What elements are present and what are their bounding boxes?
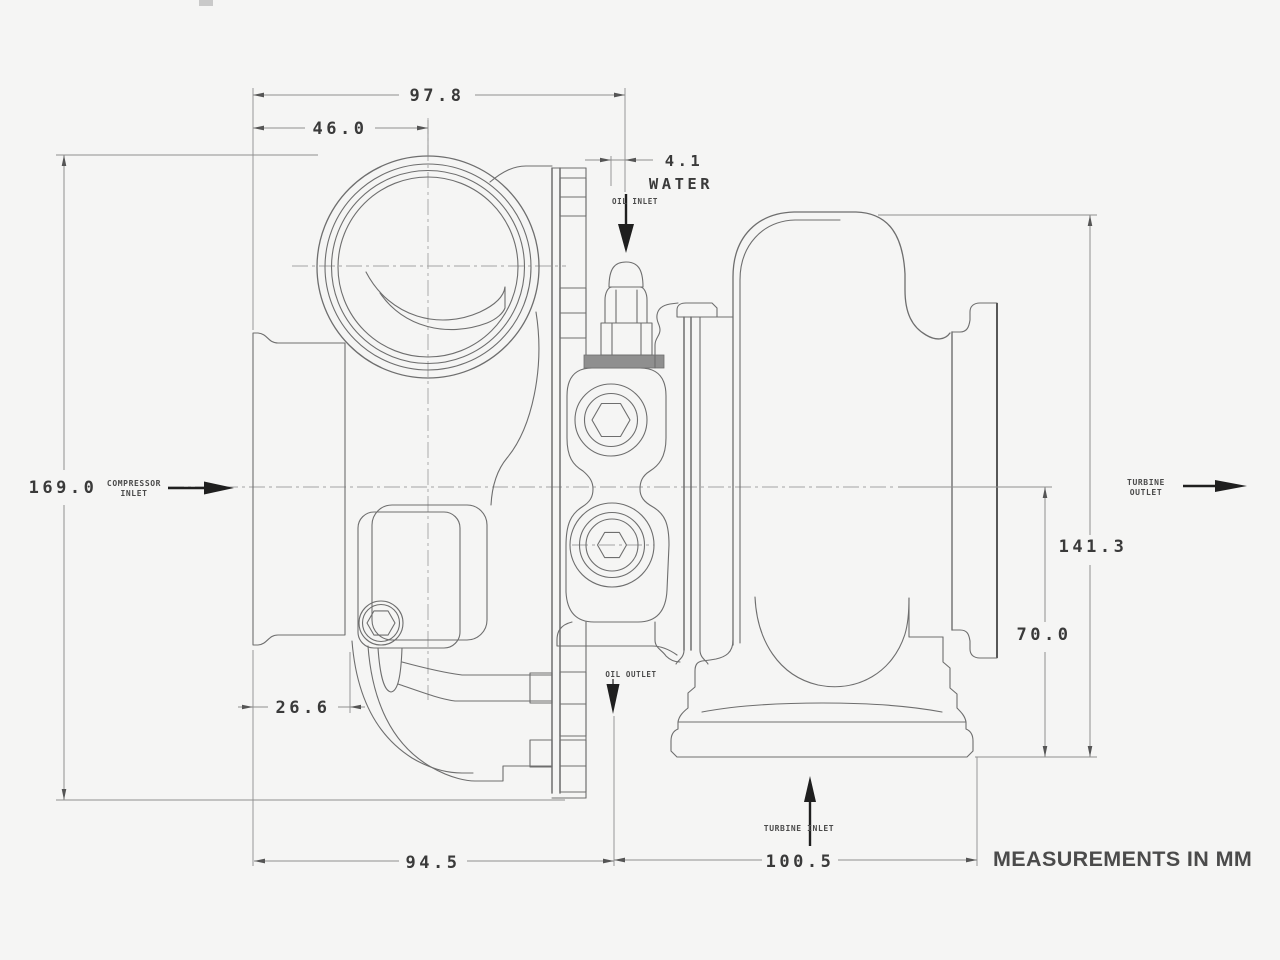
compressor-housing	[252, 155, 553, 782]
turbine-dome	[732, 211, 951, 646]
turbine-housing	[670, 211, 998, 758]
port-labels: COMPRESSOR INLET TURBINE OUTLET TURBINE …	[107, 197, 1165, 833]
turbine-inlet-flange	[670, 636, 974, 758]
label-oil-outlet: OIL OUTLET	[605, 670, 656, 679]
dim-turbine-flange-height: 70.0	[1017, 625, 1072, 645]
dim-top-width: 97.8	[410, 86, 465, 106]
backplate-bolts	[529, 177, 587, 793]
clamp-plate	[583, 354, 665, 369]
turbine-inlet-arrow	[804, 776, 816, 802]
compressor-inlet-pipe	[252, 332, 346, 646]
label-turbine-outlet-1: TURBINE	[1127, 478, 1165, 487]
dimension-labels: 97.8 46.0 4.1 WATER 169.0 141.3 70.0 26.…	[29, 86, 1128, 873]
measurements-note: MEASUREMENTS IN MM	[993, 847, 1252, 871]
bearing-housing-boss	[565, 367, 670, 623]
label-compressor-inlet-2: INLET	[120, 489, 147, 498]
scan-artifact	[199, 0, 213, 6]
dim-compressor-height: 169.0	[29, 478, 98, 498]
dim-scroll-offset: 26.6	[276, 698, 331, 718]
label-turbine-outlet-2: OUTLET	[1130, 488, 1163, 497]
turbine-outlet-flange	[951, 302, 998, 659]
oil-inlet-arrow	[618, 224, 634, 253]
compressor-backplate	[529, 167, 587, 799]
extension-lines	[56, 88, 1097, 866]
label-oil-inlet: OIL INLET	[612, 197, 658, 206]
label-compressor-inlet-1: COMPRESSOR	[107, 479, 161, 488]
label-turbine-inlet: TURBINE INLET	[764, 824, 834, 833]
turbine-outlet-arrow	[1215, 480, 1247, 492]
dim-inlet-face: 46.0	[313, 119, 368, 139]
bearing-housing	[556, 261, 681, 663]
upper-hex-port	[591, 402, 631, 438]
water-port-hex	[596, 531, 628, 559]
dim-water-offset: 4.1	[665, 152, 704, 170]
flow-arrows	[168, 194, 1247, 846]
label-water: WATER	[649, 175, 713, 193]
dimension-lines	[61, 92, 1093, 864]
oil-inlet-fitting	[600, 261, 653, 356]
dim-turbine-height: 141.3	[1059, 537, 1128, 557]
hex-bolt	[366, 610, 396, 636]
oil-outlet-arrow	[606, 684, 620, 714]
oil-drain-boss	[556, 621, 678, 656]
dim-compressor-side: 94.5	[406, 853, 461, 873]
compressor-inlet-arrow	[204, 481, 234, 495]
dim-turbine-side: 100.5	[766, 852, 835, 872]
compressor-port-boss	[357, 504, 488, 649]
